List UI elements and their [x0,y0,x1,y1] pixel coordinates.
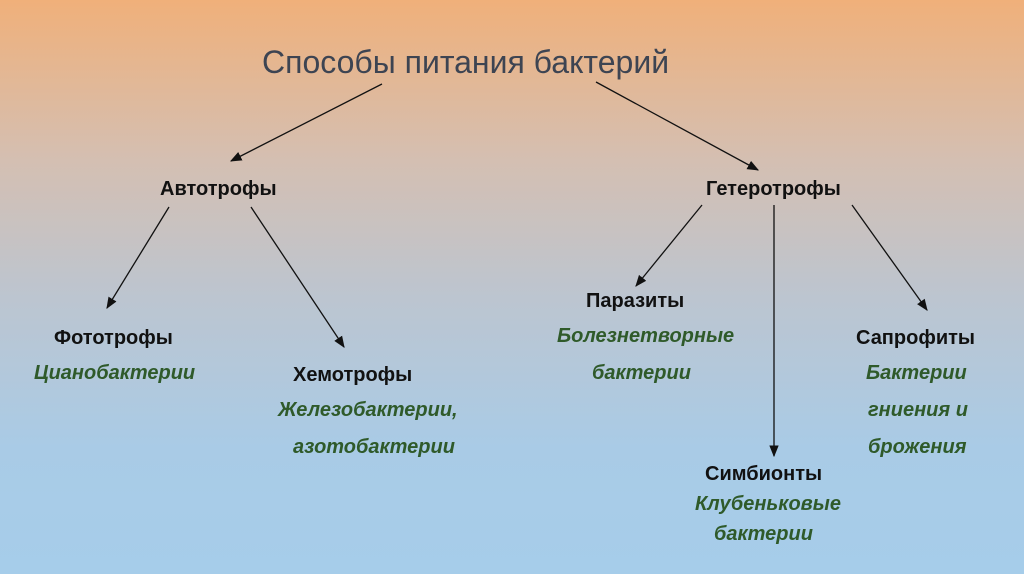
node-heterotrophs: Гетеротрофы [706,178,841,200]
arrow-autotrophs-to-chemotrophs [250,206,345,348]
arrow-autotrophs-to-phototrophs [106,206,170,309]
arrow-title-to-autotrophs [229,83,383,162]
symbionts-example-1: Клубеньковые [695,493,841,515]
node-symbionts: Симбионты [705,463,823,485]
node-phototrophs: Фототрофы [54,327,173,349]
parasites-example-2: бактерии [592,362,691,384]
arrow-heterotrophs-to-parasites [635,204,703,287]
node-parasites: Паразиты [586,290,685,312]
symbionts-example-2: бактерии [714,523,813,545]
chemotrophs-example-1: Железобактерии, [278,399,458,421]
phototrophs-example-1: Цианобактерии [34,362,196,384]
diagram-title: Способы питания бактерий [262,44,670,80]
arrow-heterotrophs-to-saprophytes [851,204,928,311]
node-chemotrophs: Хемотрофы [293,364,413,386]
saprophytes-example-2: гниения и [868,399,968,421]
node-saprophytes: Сапрофиты [856,327,975,349]
arrow-title-to-heterotrophs [595,81,760,171]
parasites-example-1: Болезнетворные [557,325,735,347]
saprophytes-example-1: Бактерии [866,362,967,384]
saprophytes-example-3: брожения [868,436,967,458]
chemotrophs-example-2: азотобактерии [293,436,455,458]
node-autotrophs: Автотрофы [160,178,277,200]
